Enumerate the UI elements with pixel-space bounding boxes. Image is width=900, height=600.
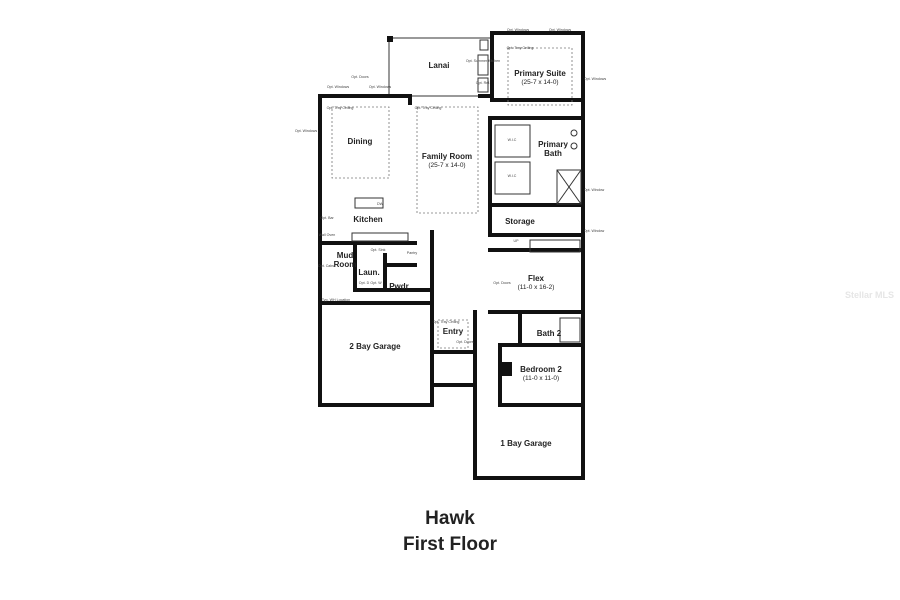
room-bath-2: Bath 2	[537, 329, 562, 338]
room-wic-1: W.I.C	[508, 138, 517, 142]
room-family-dim: (25-7 x 14-0)	[428, 162, 465, 169]
room-bedroom-2-dim: (11-0 x 11-0)	[523, 375, 559, 382]
note: Opt. Tray Ceiling	[433, 320, 460, 324]
room-1-bay-garage: 1 Bay Garage	[500, 439, 552, 448]
note: Opt. D	[359, 281, 370, 285]
room-kitchen: Kitchen	[353, 215, 382, 224]
room-primary-suite: Primary Suite	[514, 69, 566, 78]
fixtures	[351, 124, 582, 343]
option-notes: Opt. Windows Opt. Windows Opt. Windows O…	[295, 28, 607, 344]
note: Opt. Tray Ceiling	[507, 46, 534, 50]
note: UP	[514, 239, 520, 243]
note: Opt. Window	[584, 229, 605, 233]
note: Opt. Ref.	[476, 81, 490, 85]
room-family: Family Room	[422, 152, 472, 161]
room-entry: Entry	[443, 327, 464, 336]
room-lanai: Lanai	[429, 61, 450, 70]
room-laundry: Laun.	[358, 268, 379, 277]
room-bedroom-2: Bedroom 2	[520, 365, 562, 374]
note: Opt. Tray Ceiling	[327, 106, 354, 110]
note: Opt. Windows	[584, 77, 607, 81]
floor-label: First Floor	[403, 534, 497, 555]
room-primary-suite-dim: (25-7 x 14-0)	[521, 79, 558, 86]
note: Typ. WH Location	[322, 298, 350, 302]
room-flex: Flex	[528, 274, 545, 283]
room-powder: Pwdr	[389, 282, 409, 291]
room-mud-2: Room	[334, 260, 357, 269]
room-pantry: Pantry	[407, 251, 418, 255]
note: Opt. W	[370, 281, 382, 285]
note: Opt. Windows	[549, 28, 572, 32]
note: Opt. Doors	[456, 340, 474, 344]
watermark: Stellar MLS	[845, 290, 895, 300]
note: Opt. Bar	[320, 216, 334, 220]
note: Opt. Windows	[295, 129, 318, 133]
note: Wall Oven	[319, 233, 335, 237]
room-2-bay-garage: 2 Bay Garage	[349, 342, 401, 351]
room-storage: Storage	[505, 217, 535, 226]
note: Opt. Windows	[507, 28, 530, 32]
room-mud-1: Mud	[337, 251, 354, 260]
tray-ceiling-outlines	[331, 47, 573, 349]
note: Opt. Cabs	[318, 264, 334, 268]
room-labels: Lanai Primary Suite (25-7 x 14-0) Dining…	[334, 61, 569, 448]
note: Opt. Doors	[493, 281, 511, 285]
note: Opt. Summer Kitchen	[466, 59, 500, 63]
note: Opt. Window	[584, 188, 605, 192]
room-primary-bath-2: Bath	[544, 149, 562, 158]
room-dining: Dining	[348, 137, 373, 146]
room-flex-dim: (11-0 x 16-2)	[518, 284, 555, 291]
plan-name: Hawk	[425, 508, 475, 529]
room-wic-2: W.I.C	[508, 174, 517, 178]
walls	[318, 31, 585, 480]
note: Opt. Windows	[369, 85, 392, 89]
note: Opt. Doors	[351, 75, 369, 79]
note: Opt. Tray Ceiling	[415, 106, 442, 110]
room-primary-bath-1: Primary	[538, 140, 568, 149]
note: Opt. Windows	[327, 85, 350, 89]
note: Opt. Sink	[371, 248, 386, 252]
note: DW	[377, 202, 384, 206]
